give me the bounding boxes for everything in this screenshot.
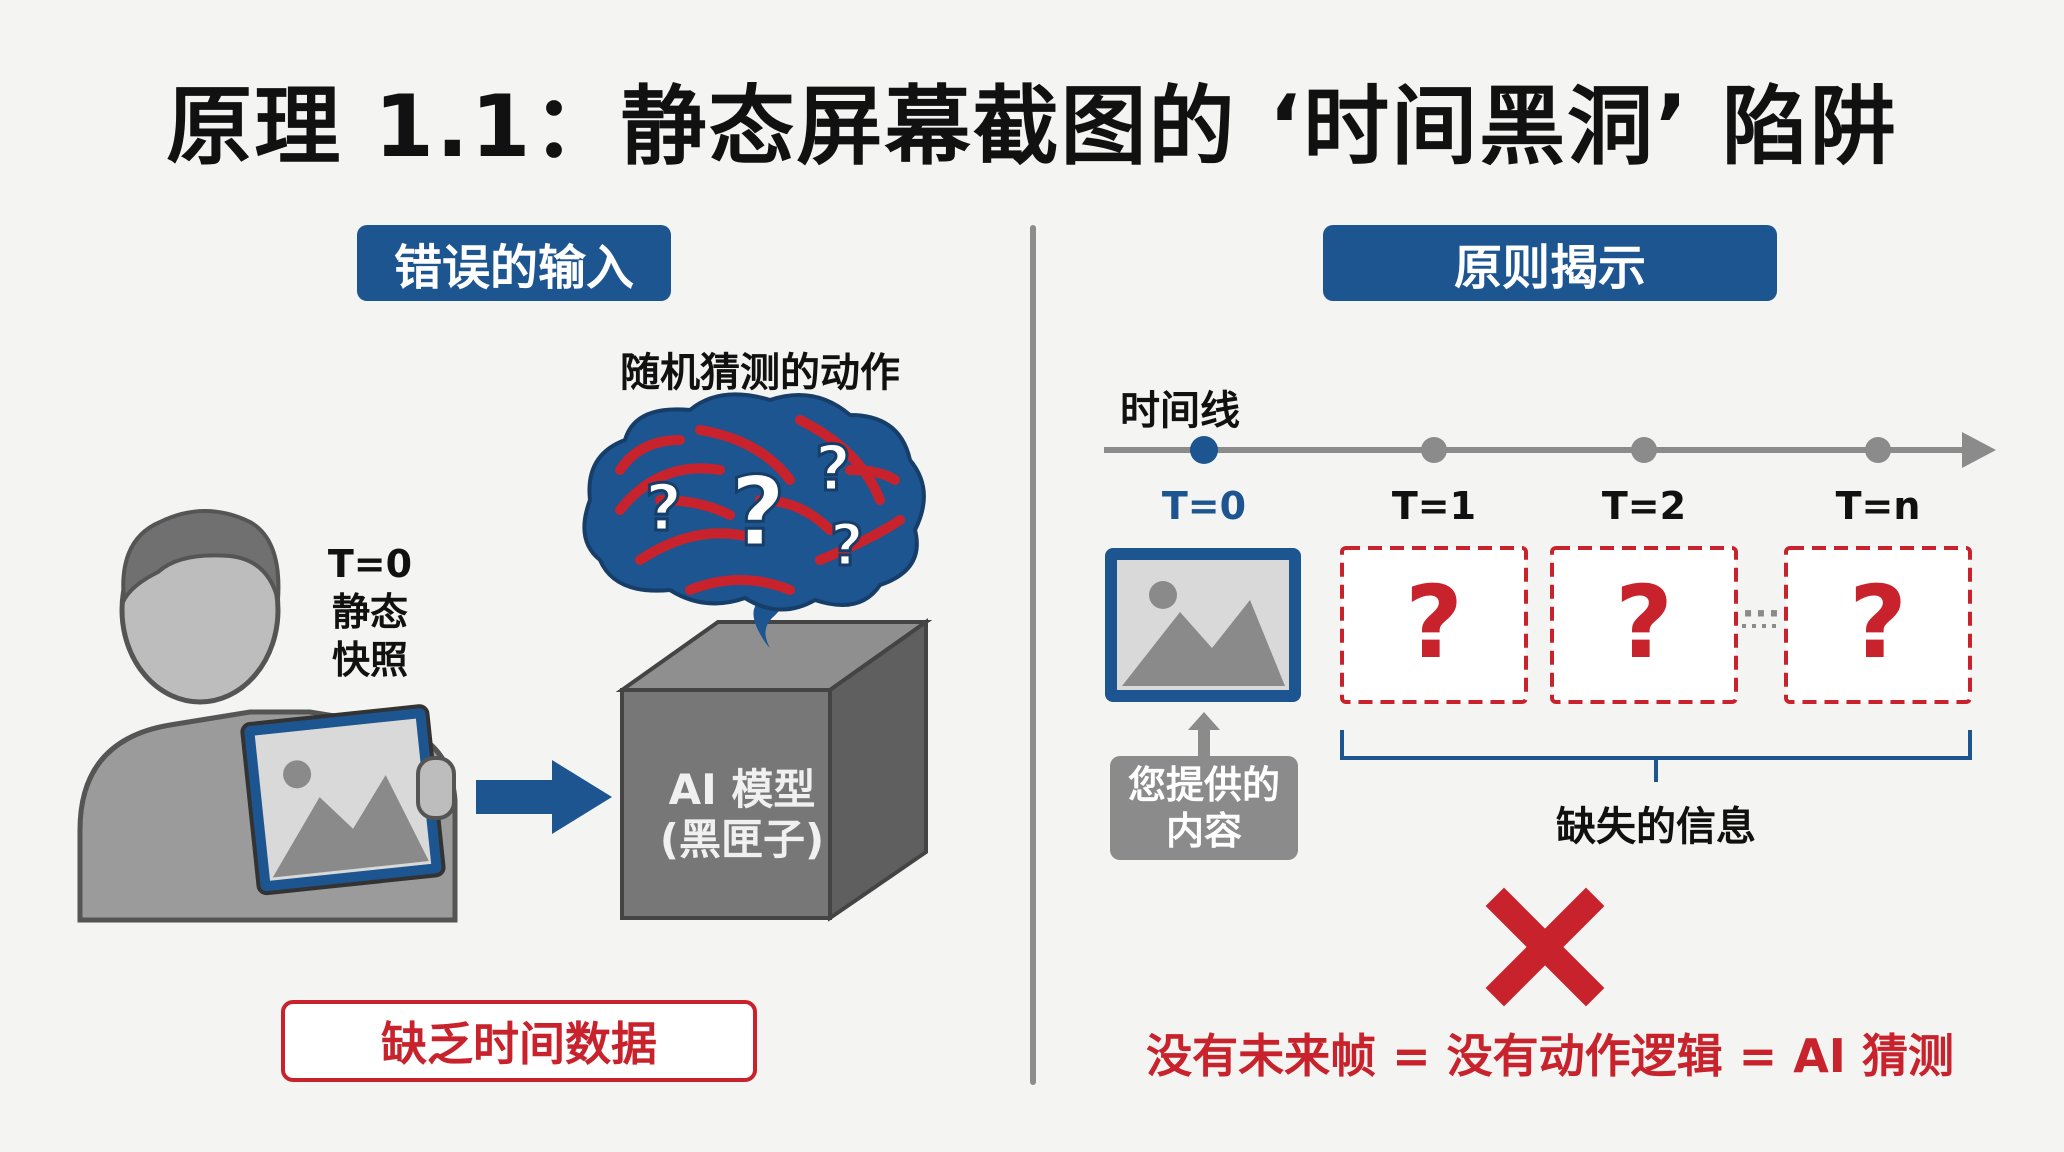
unknown-mark-t2: ? bbox=[1614, 564, 1673, 681]
right-panel-heading: 原则揭示 bbox=[1323, 225, 1777, 301]
svg-text:?: ? bbox=[730, 456, 786, 568]
provided-line-2: 内容 bbox=[1165, 809, 1242, 853]
snapshot-line-time: T=0 bbox=[327, 542, 413, 586]
timeline-axis bbox=[1104, 432, 1996, 468]
provided-content-badge: 您提供的 内容 bbox=[1110, 756, 1298, 860]
left-panel-heading: 错误的输入 bbox=[357, 225, 671, 301]
missing-info-bracket bbox=[1340, 730, 1972, 782]
timeline-node-t1 bbox=[1421, 437, 1447, 463]
arrow-right-icon bbox=[476, 760, 612, 834]
provided-line-1: 您提供的 bbox=[1127, 763, 1280, 807]
missing-info-label: 缺失的信息 bbox=[1556, 804, 1756, 850]
unknown-mark-tn: ? bbox=[1848, 564, 1907, 681]
ai-model-box-icon bbox=[615, 618, 933, 922]
tick-label-tn: T=n bbox=[1835, 484, 1921, 528]
panel-divider bbox=[1030, 225, 1036, 1085]
ai-model-sublabel: (黑匣子) bbox=[659, 815, 825, 864]
timeline-label: 时间线 bbox=[1120, 388, 1240, 434]
snapshot-line-snapshot: 快照 bbox=[331, 638, 408, 682]
missing-frame-tn bbox=[1784, 546, 1972, 704]
random-guess-cloud-icon: ? ? ? ? bbox=[582, 392, 926, 648]
timeline-node-tn bbox=[1865, 437, 1891, 463]
unknown-mark-t1: ? bbox=[1404, 564, 1463, 681]
provided-frame-image-icon bbox=[1105, 548, 1301, 758]
missing-frame-t1 bbox=[1340, 546, 1528, 704]
tick-label-t2: T=2 bbox=[1601, 484, 1687, 528]
timeline-node-t2 bbox=[1631, 437, 1657, 463]
tick-label-t0: T=0 bbox=[1161, 484, 1247, 528]
timeline-node-t0 bbox=[1190, 436, 1218, 464]
tick-label-t1: T=1 bbox=[1391, 484, 1477, 528]
random-guess-label: 随机猜测的动作 bbox=[620, 350, 900, 396]
warning-box: 缺乏时间数据 bbox=[281, 1000, 757, 1082]
static-snapshot-label: T=0 静态 快照 bbox=[290, 540, 450, 684]
frames-ellipsis: ··· bbox=[1741, 594, 1781, 634]
missing-frames bbox=[1340, 546, 1972, 704]
tablet-snapshot-icon bbox=[240, 704, 456, 896]
ai-model-label: AI 模型 bbox=[668, 765, 816, 814]
red-x-icon bbox=[1485, 887, 1605, 1007]
page-title: 原理 1.1：静态屏幕截图的 ‘时间黑洞’ 陷阱 bbox=[166, 77, 1898, 177]
svg-text:?: ? bbox=[645, 472, 682, 546]
svg-text:?: ? bbox=[815, 432, 851, 505]
snapshot-line-static: 静态 bbox=[331, 590, 408, 634]
conclusion-equation: 没有未来帧 = 没有动作逻辑 = AI 猜测 bbox=[1146, 1029, 1954, 1083]
missing-frame-t2 bbox=[1550, 546, 1738, 704]
svg-text:?: ? bbox=[830, 511, 864, 579]
